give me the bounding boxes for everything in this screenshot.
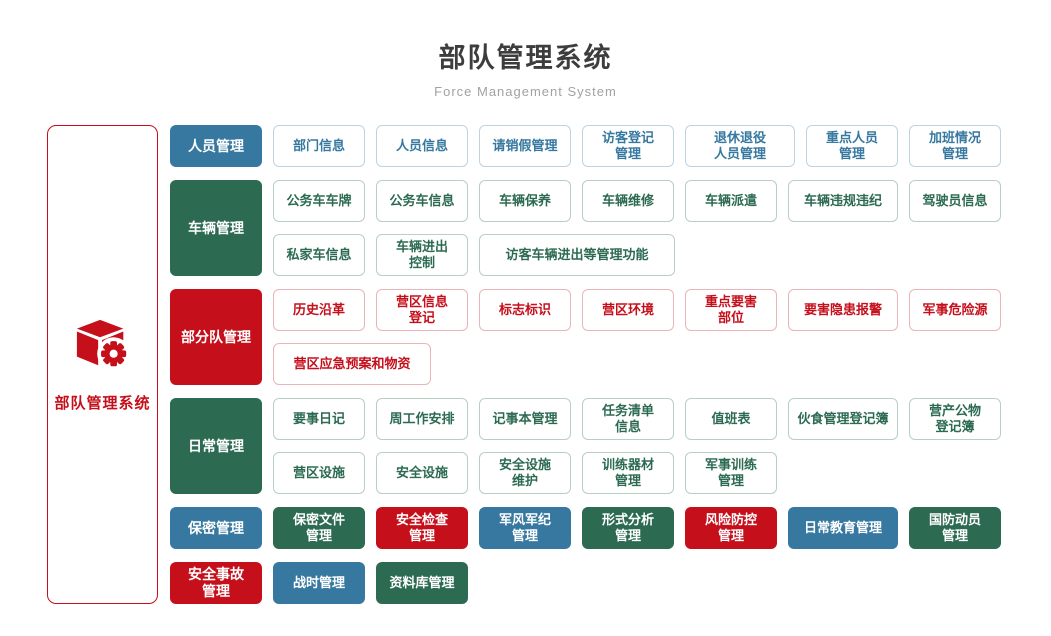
feature-box: 请销假管理 (479, 125, 571, 167)
row-unit: 部分队管理 历史沿革 营区信息 登记 标志标识 营区环境 重点要害 部位 要害隐… (170, 289, 1001, 385)
feature-box: 加班情况 管理 (909, 125, 1001, 167)
page-subtitle: Force Management System (434, 84, 617, 99)
feature-box: 记事本管理 (479, 398, 571, 440)
feature-box: 车辆违规违纪 (788, 180, 898, 222)
feature-box: 保密文件 管理 (273, 507, 365, 549)
feature-box: 营区设施 (273, 452, 365, 494)
row-secrecy: 保密管理 保密文件 管理 安全检查 管理 军风军纪 管理 形式分析 管理 风险防… (170, 507, 1001, 549)
root-system-box: 部队管理系统 (47, 125, 158, 604)
system-diagram: 部队管理系统 人员管理 部门信息 人员信息 请销假管理 访客登记 管理 退休退役… (47, 125, 1051, 604)
category-unit: 部分队管理 (170, 289, 262, 385)
row-vehicle: 车辆管理 公务车车牌 公务车信息 车辆保养 车辆维修 车辆派遣 车辆违规违纪 驾… (170, 180, 1001, 276)
feature-box: 战时管理 (273, 562, 365, 604)
feature-box: 访客车辆进出等管理功能 (479, 234, 675, 276)
feature-box: 营区环境 (582, 289, 674, 331)
feature-box: 安全设施 (376, 452, 468, 494)
feature-box: 重点要害 部位 (685, 289, 777, 331)
feature-box: 训练器材 管理 (582, 452, 674, 494)
feature-box: 车辆维修 (582, 180, 674, 222)
row-personnel: 人员管理 部门信息 人员信息 请销假管理 访客登记 管理 退休退役 人员管理 重… (170, 125, 1001, 167)
feature-box: 访客登记 管理 (582, 125, 674, 167)
force-management-page: 部队管理系统 Force Management System (0, 36, 1051, 604)
feature-box: 军事危险源 (909, 289, 1001, 331)
feature-box: 军事训练 管理 (685, 452, 777, 494)
feature-box: 公务车信息 (376, 180, 468, 222)
feature-box: 公务车车牌 (273, 180, 365, 222)
category-vehicle: 车辆管理 (170, 180, 262, 276)
feature-box: 营区信息 登记 (376, 289, 468, 331)
feature-box: 历史沿革 (273, 289, 365, 331)
feature-box: 车辆保养 (479, 180, 571, 222)
feature-box: 要害隐患报警 (788, 289, 898, 331)
header: 部队管理系统 Force Management System (0, 36, 1051, 99)
feature-box: 值班表 (685, 398, 777, 440)
feature-box: 安全检查 管理 (376, 507, 468, 549)
feature-box: 要事日记 (273, 398, 365, 440)
feature-box: 人员信息 (376, 125, 468, 167)
feature-box: 私家车信息 (273, 234, 365, 276)
feature-box: 车辆派遣 (685, 180, 777, 222)
row-accident: 安全事故 管理 战时管理 资料库管理 (170, 562, 1001, 604)
feature-box: 国防动员 管理 (909, 507, 1001, 549)
feature-box: 退休退役 人员管理 (685, 125, 795, 167)
row-daily: 日常管理 要事日记 周工作安排 记事本管理 任务清单 信息 值班表 伙食管理登记… (170, 398, 1001, 494)
feature-box: 部门信息 (273, 125, 365, 167)
category-accident: 安全事故 管理 (170, 562, 262, 604)
root-system-label: 部队管理系统 (54, 394, 151, 412)
feature-box: 驾驶员信息 (909, 180, 1001, 222)
feature-box: 军风军纪 管理 (479, 507, 571, 549)
rows-container: 人员管理 部门信息 人员信息 请销假管理 访客登记 管理 退休退役 人员管理 重… (170, 125, 1001, 604)
feature-box: 资料库管理 (376, 562, 468, 604)
category-daily: 日常管理 (170, 398, 262, 494)
feature-box: 形式分析 管理 (582, 507, 674, 549)
feature-box: 重点人员 管理 (806, 125, 898, 167)
feature-box: 风险防控 管理 (685, 507, 777, 549)
feature-box: 标志标识 (479, 289, 571, 331)
feature-box: 日常教育管理 (788, 507, 898, 549)
feature-box: 营区应急预案和物资 (273, 343, 431, 385)
category-personnel: 人员管理 (170, 125, 262, 167)
cube-gear-icon (74, 317, 132, 378)
feature-box: 安全设施 维护 (479, 452, 571, 494)
feature-box: 伙食管理登记簿 (788, 398, 898, 440)
category-secrecy: 保密管理 (170, 507, 262, 549)
page-title: 部队管理系统 (438, 43, 613, 73)
feature-box: 营产公物 登记簿 (909, 398, 1001, 440)
feature-box: 任务清单 信息 (582, 398, 674, 440)
feature-box: 车辆进出 控制 (376, 234, 468, 276)
feature-box: 周工作安排 (376, 398, 468, 440)
